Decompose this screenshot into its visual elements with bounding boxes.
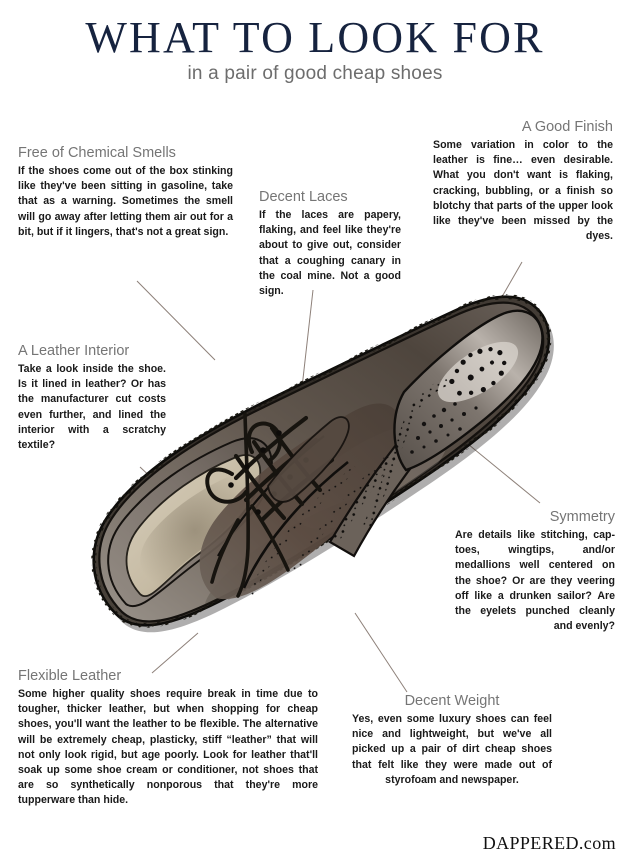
callout-heading-flexible-leather: Flexible Leather (18, 668, 122, 684)
toe-cap (394, 310, 543, 470)
callout-body-leather-interior: Take a look inside the shoe. Is it lined… (18, 363, 166, 452)
toe-broguing-field (410, 402, 478, 454)
callout-symmetry: Symmetry Are details like stitching, cap… (455, 508, 615, 634)
callout-flexible-leather: Flexible Leather Some higher quality sho… (18, 667, 318, 809)
callout-heading-chemical-smells: Free of Chemical Smells (18, 145, 176, 161)
quarter-broguing (289, 453, 393, 578)
callout-decent-laces: Decent Laces If the laces are papery, fl… (259, 188, 401, 299)
eyestay-seam-inner (217, 435, 325, 557)
dappered-logo[interactable]: DAPPERED.com (482, 833, 616, 853)
callout-heading-symmetry: Symmetry (549, 509, 615, 525)
callout-body-flexible-leather: Some higher quality shoes require break … (18, 688, 318, 807)
eyestay-broguing (247, 465, 358, 598)
page-subtitle: in a pair of good cheap shoes (187, 63, 443, 84)
callout-body-decent-laces: If the laces are papery, flaking, and fe… (259, 209, 401, 298)
callout-body-decent-weight: Yes, even some luxury shoes can feel nic… (352, 713, 552, 786)
callout-heading-leather-interior: A Leather Interior (18, 343, 130, 359)
wingtip-seam (366, 376, 449, 525)
shoe-interior-opening (125, 454, 262, 597)
page-title: WHAT TO LOOK FOR (85, 13, 545, 62)
toe-cap-outline (393, 309, 544, 472)
callout-body-good-finish: Some variation in color to the leather i… (433, 139, 613, 243)
callout-decent-weight: Decent Weight Yes, even some luxury shoe… (352, 692, 552, 788)
toe-medallion (449, 346, 507, 396)
leader-line-decent-laces (296, 289, 314, 433)
leader-line-symmetry (462, 439, 541, 504)
heel-collar (107, 437, 274, 607)
shoe-tongue (267, 416, 350, 503)
upper-shadow (204, 493, 396, 619)
callout-chemical-smells: Free of Chemical Smells If the shoes com… (18, 144, 233, 240)
shoe-vamp (199, 403, 402, 600)
callout-heading-decent-laces: Decent Laces (259, 189, 348, 205)
lace-bow (205, 421, 282, 504)
leader-line-leather-interior (139, 466, 206, 529)
callout-leather-interior: A Leather Interior Take a look inside th… (18, 342, 166, 453)
eyestay-seam (242, 460, 349, 589)
callout-heading-good-finish: A Good Finish (521, 119, 613, 135)
shoe-laces (233, 415, 335, 523)
callout-good-finish: A Good Finish Some variation in color to… (433, 118, 613, 244)
lace-tails (210, 412, 290, 598)
callout-body-chemical-smells: If the shoes come out of the box stinkin… (18, 165, 233, 238)
leader-line-decent-weight (354, 612, 408, 693)
callout-body-symmetry: Are details like stitching, cap-toes, wi… (455, 529, 615, 633)
lace-eyelets (228, 430, 309, 515)
wingtip-broguing (362, 376, 452, 530)
instep-strap (328, 418, 438, 558)
interior-lining-shadow (140, 473, 250, 588)
upper-sheen (296, 422, 448, 530)
leader-line-good-finish (479, 261, 523, 336)
callout-heading-decent-weight: Decent Weight (404, 693, 500, 709)
